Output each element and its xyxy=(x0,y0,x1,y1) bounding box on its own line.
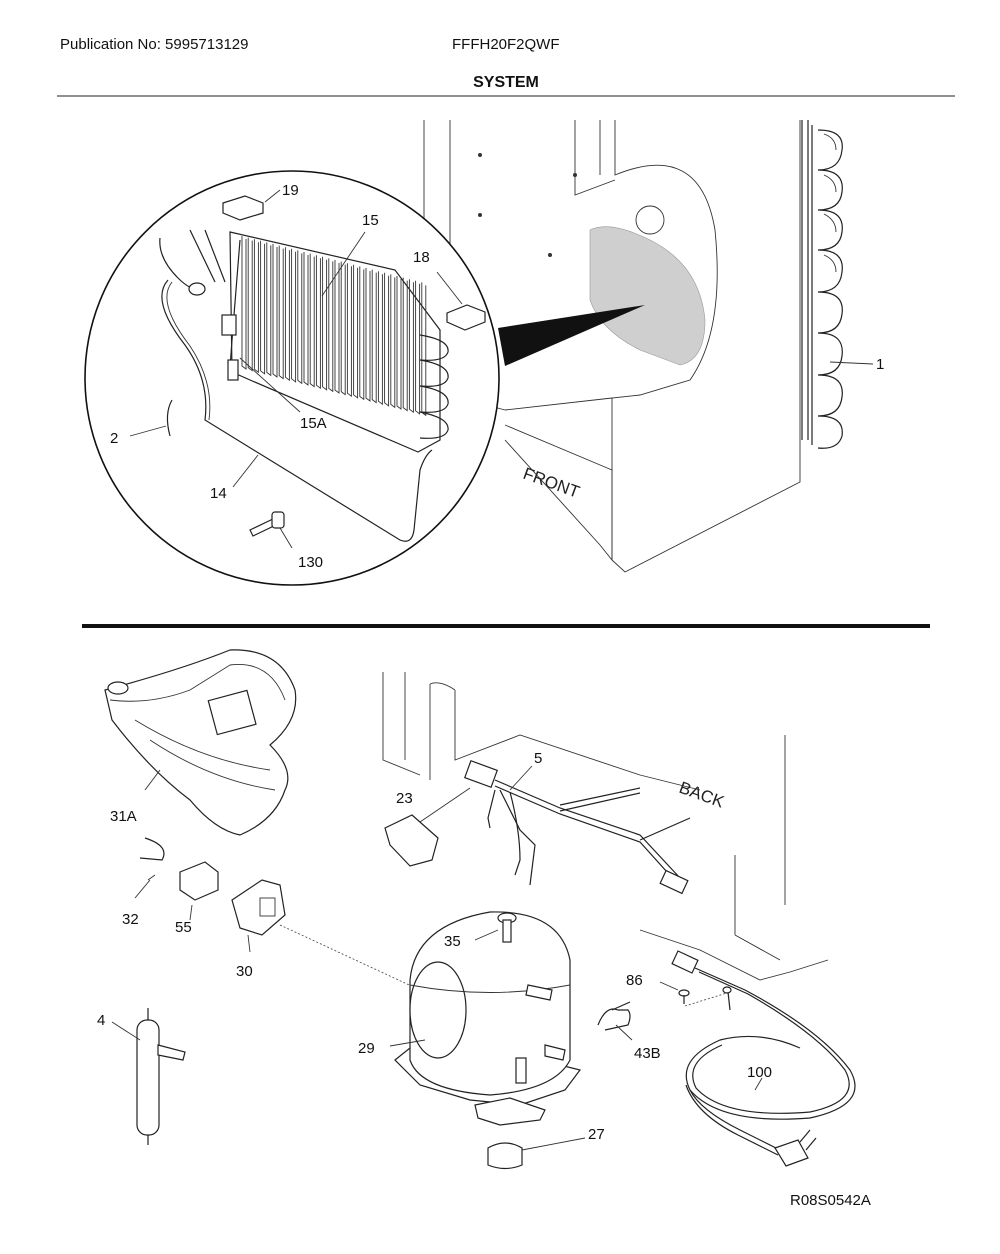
callout-31a: 31A xyxy=(110,808,137,825)
evaporator-fin xyxy=(260,240,266,375)
evaporator-fin xyxy=(384,272,390,407)
callout-30: 30 xyxy=(236,963,253,980)
evaporator-fin xyxy=(415,280,421,415)
callout-wedge xyxy=(498,305,645,366)
cover-30 xyxy=(231,879,286,936)
evaporator-fin xyxy=(340,261,346,396)
screws-86 xyxy=(678,986,732,1011)
front-label: FRONT xyxy=(521,464,583,502)
callout-29: 29 xyxy=(358,1040,375,1057)
relay-23 xyxy=(384,814,439,867)
drawing-code: R08S0542A xyxy=(790,1192,871,1209)
callout-18: 18 xyxy=(413,249,430,266)
callout-23: 23 xyxy=(396,790,413,807)
evaporator-fin xyxy=(346,263,352,398)
page-title: SYSTEM xyxy=(473,74,539,91)
callout-32: 32 xyxy=(122,911,139,928)
callout-1: 1 xyxy=(876,356,884,373)
pad-18 xyxy=(446,304,486,331)
condenser-area xyxy=(589,226,706,366)
callout-27: 27 xyxy=(588,1126,605,1143)
evaporator-fin xyxy=(253,239,259,374)
evaporator-fin xyxy=(322,256,328,391)
relay-55 xyxy=(179,861,219,901)
grommet-27 xyxy=(487,1142,523,1170)
callout-100: 100 xyxy=(747,1064,772,1081)
evaporator-fin xyxy=(247,237,253,372)
evaporator-fin xyxy=(402,277,408,412)
callout-19: 19 xyxy=(282,182,299,199)
evaporator-fin xyxy=(359,266,365,401)
evaporator-fin xyxy=(284,247,290,382)
evaporator-fin xyxy=(241,236,247,370)
evaporator-fin xyxy=(377,271,383,406)
evaporator-fin xyxy=(353,264,359,399)
evaporator-fin xyxy=(309,253,315,388)
evaporator-fin xyxy=(315,255,321,390)
screw-35 xyxy=(497,912,517,943)
cabinet-bottom xyxy=(382,672,829,981)
evaporator-fin xyxy=(328,258,334,393)
callout-55: 55 xyxy=(175,919,192,936)
drain-pan-31a xyxy=(104,649,297,836)
evaporator-fin xyxy=(390,274,396,409)
clip-32 xyxy=(139,837,165,861)
evaporator-fin xyxy=(303,252,309,386)
block-19 xyxy=(222,195,264,221)
callout-86: 86 xyxy=(626,972,643,989)
callout-15: 15 xyxy=(362,212,379,229)
callout-5: 5 xyxy=(534,750,542,767)
evaporator-fin xyxy=(334,260,340,394)
callout-4: 4 xyxy=(97,1012,105,1029)
callout-35: 35 xyxy=(444,933,461,950)
callout-43b: 43B xyxy=(634,1045,661,1062)
evaporator-fin xyxy=(278,245,284,380)
evaporator xyxy=(229,231,449,453)
callout-15a: 15A xyxy=(300,415,327,432)
condenser-coil xyxy=(801,120,843,449)
leader-1 xyxy=(829,361,874,365)
screw-130 xyxy=(249,511,285,537)
evaporator-fin xyxy=(408,279,414,414)
clip-2 xyxy=(166,399,173,437)
callout-2: 2 xyxy=(110,430,118,447)
clamp-43b xyxy=(597,1008,631,1031)
evaporator-fin xyxy=(297,250,303,385)
compressor-29 xyxy=(394,911,582,1126)
evaporator-fin xyxy=(272,244,278,378)
power-cord-100 xyxy=(671,950,856,1167)
publication-number: Publication No: 5995713129 xyxy=(60,36,249,53)
evaporator-fin xyxy=(365,268,371,402)
evaporator-fin xyxy=(291,248,297,383)
wire-harness-5 xyxy=(463,759,691,895)
drier-4 xyxy=(136,1008,186,1145)
evaporator-fin xyxy=(371,269,377,404)
drain-heater-14 xyxy=(161,279,433,542)
model-number: FFFH20F2QWF xyxy=(452,36,560,53)
evaporator-fin xyxy=(421,282,427,417)
callout-130: 130 xyxy=(298,554,323,571)
back-label: BACK xyxy=(677,778,728,812)
evaporator-fin xyxy=(266,242,272,377)
callout-14: 14 xyxy=(210,485,227,502)
evaporator-fin xyxy=(396,276,402,410)
